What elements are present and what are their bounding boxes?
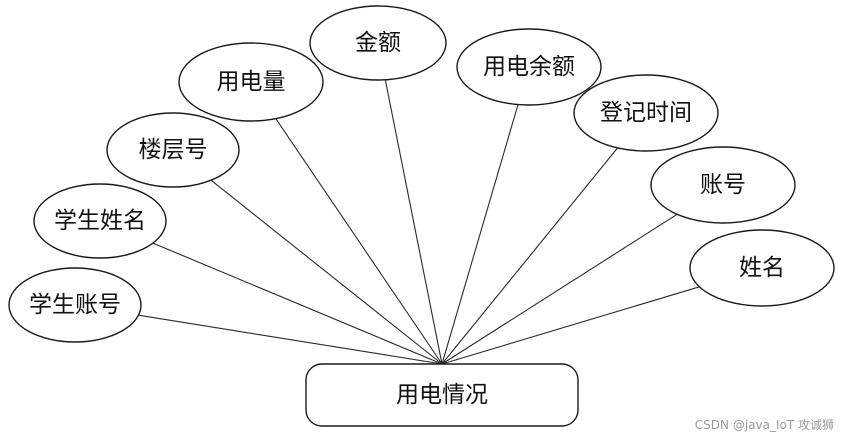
attribute-ellipse-name xyxy=(689,229,835,307)
attribute-label-name: 姓名 xyxy=(739,255,785,281)
attribute-ellipse-electricity-usage xyxy=(178,42,324,122)
attribute-amount: 金额 xyxy=(309,5,447,81)
attribute-student-account: 学生账号 xyxy=(8,267,142,343)
connector-electricity-usage xyxy=(275,118,443,365)
connector-name xyxy=(441,286,700,365)
attribute-floor-number: 楼层号 xyxy=(106,112,240,188)
attribute-label-student-name: 学生姓名 xyxy=(54,208,146,234)
entity-label: 用电情况 xyxy=(396,382,488,408)
connector-lines xyxy=(138,79,700,365)
attribute-register-time: 登记时间 xyxy=(573,74,719,152)
attribute-ellipse-student-name xyxy=(33,183,167,259)
connector-electricity-balance xyxy=(441,104,519,365)
attribute-electricity-usage: 用电量 xyxy=(178,42,324,122)
attribute-student-name: 学生姓名 xyxy=(33,183,167,259)
connector-floor-number xyxy=(210,179,443,365)
attribute-label-electricity-usage: 用电量 xyxy=(217,69,286,95)
attribute-ellipse-floor-number xyxy=(106,112,240,188)
attribute-ellipse-amount xyxy=(309,5,447,81)
attribute-electricity-balance: 用电余额 xyxy=(456,28,602,106)
attribute-ellipse-register-time xyxy=(573,74,719,152)
attribute-label-floor-number: 楼层号 xyxy=(139,137,208,163)
attribute-ellipse-electricity-balance xyxy=(456,28,602,106)
connector-account xyxy=(441,213,678,365)
connector-register-time xyxy=(441,147,619,365)
attribute-label-account: 账号 xyxy=(700,172,746,198)
entity-rect xyxy=(305,363,579,427)
attribute-label-student-account: 学生账号 xyxy=(29,292,121,318)
attribute-label-register-time: 登记时间 xyxy=(600,100,692,126)
attribute-ellipse-student-account xyxy=(8,267,142,343)
attribute-account: 账号 xyxy=(650,146,796,224)
connector-amount xyxy=(384,79,443,365)
connector-student-account xyxy=(138,314,443,365)
attribute-ellipse-account xyxy=(650,146,796,224)
attribute-name: 姓名 xyxy=(689,229,835,307)
attribute-label-electricity-balance: 用电余额 xyxy=(483,54,575,80)
entity-box: 用电情况 xyxy=(305,363,579,427)
connector-student-name xyxy=(152,242,443,365)
watermark: CSDN @java_IoT 攻诚狮 xyxy=(694,418,834,432)
attribute-label-amount: 金额 xyxy=(355,30,401,56)
